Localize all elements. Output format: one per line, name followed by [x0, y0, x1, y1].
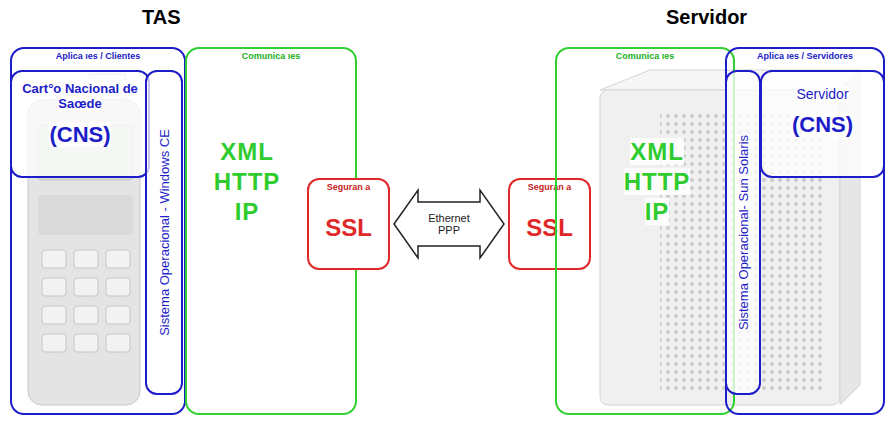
application-box: Cart°o Nacional de Saœde (CNS): [10, 70, 150, 178]
application-group: Aplica ıes / ServidoresSistema Operacion…: [725, 47, 885, 415]
node-text: SSL: [526, 214, 573, 241]
node-text: (CNS): [49, 122, 110, 147]
text-block: Cart°o Nacional de Saœde: [16, 82, 144, 112]
double-arrow: [394, 190, 504, 258]
text-block: (CNS): [16, 122, 144, 147]
node-text: XML HTTP IP: [214, 138, 281, 225]
node-heading: Seguran a: [327, 182, 371, 192]
illustration-part: [42, 278, 66, 296]
node-heading: Cart°o Nacional de Saœde: [22, 81, 138, 111]
node-heading: Servidor: [796, 86, 848, 102]
text-block: Comunica ıes: [187, 51, 355, 61]
node-text: SSL: [325, 214, 372, 241]
illustration-part: [74, 250, 98, 268]
node-text: XML HTTP IP: [624, 138, 691, 225]
text-block: SSL: [309, 214, 388, 242]
os-box: Sistema Operacional- Sun Solaris: [725, 70, 761, 395]
illustration-part: [106, 334, 130, 352]
os-label: Sistema Operacional- Sun Solaris: [736, 135, 751, 330]
column-heading: Servidor: [666, 6, 747, 29]
os-label: Sistema Operacional - Windows CE: [156, 129, 171, 336]
illustration-part: [38, 195, 133, 235]
node-heading: Comunica ıes: [242, 51, 301, 61]
text-block: Aplica ıes / Clientes: [12, 51, 184, 61]
text-block: XML HTTP IP: [615, 137, 699, 227]
illustration-part: [106, 306, 130, 324]
text-block: Comunica ıes: [557, 51, 733, 61]
node-heading: Seguran a: [528, 182, 572, 192]
text-block: Seguran a: [309, 182, 388, 192]
node-heading: Comunica ıes: [616, 51, 675, 61]
node-heading: Aplica ıes / Clientes: [56, 51, 141, 61]
os-box: Sistema Operacional - Windows CE: [145, 70, 183, 395]
text-block: XML HTTP IP: [205, 137, 289, 227]
illustration-part: [42, 250, 130, 352]
illustration-part: [74, 306, 98, 324]
text-block: (CNS): [762, 112, 883, 137]
illustration-part: [42, 334, 66, 352]
security-box: Seguran a SSL: [508, 178, 591, 270]
column-heading: TAS: [142, 6, 181, 29]
text-block: SSL: [510, 214, 589, 242]
communication-group: Comunica ıesXML HTTP IP: [555, 47, 735, 415]
application-group: Aplica ıes / ClientesCart°o Nacional de …: [10, 47, 186, 415]
security-box: Seguran a SSL: [307, 178, 390, 270]
text-block: Aplica ıes / Servidores: [727, 51, 883, 61]
server-box: Servidor (CNS): [760, 70, 885, 178]
illustration-part: [600, 70, 860, 405]
edge-label: Ethernet PPP: [419, 212, 479, 237]
illustration-part: [42, 250, 66, 268]
illustration-part: [74, 278, 98, 296]
text-block: Seguran a: [510, 182, 589, 192]
text-block: Servidor: [762, 86, 883, 102]
illustration-part: [74, 334, 98, 352]
illustration-part: [106, 278, 130, 296]
illustration-part: [42, 306, 66, 324]
illustration-part: [106, 250, 130, 268]
node-text: (CNS): [792, 112, 853, 137]
node-heading: Aplica ıes / Servidores: [757, 51, 853, 61]
